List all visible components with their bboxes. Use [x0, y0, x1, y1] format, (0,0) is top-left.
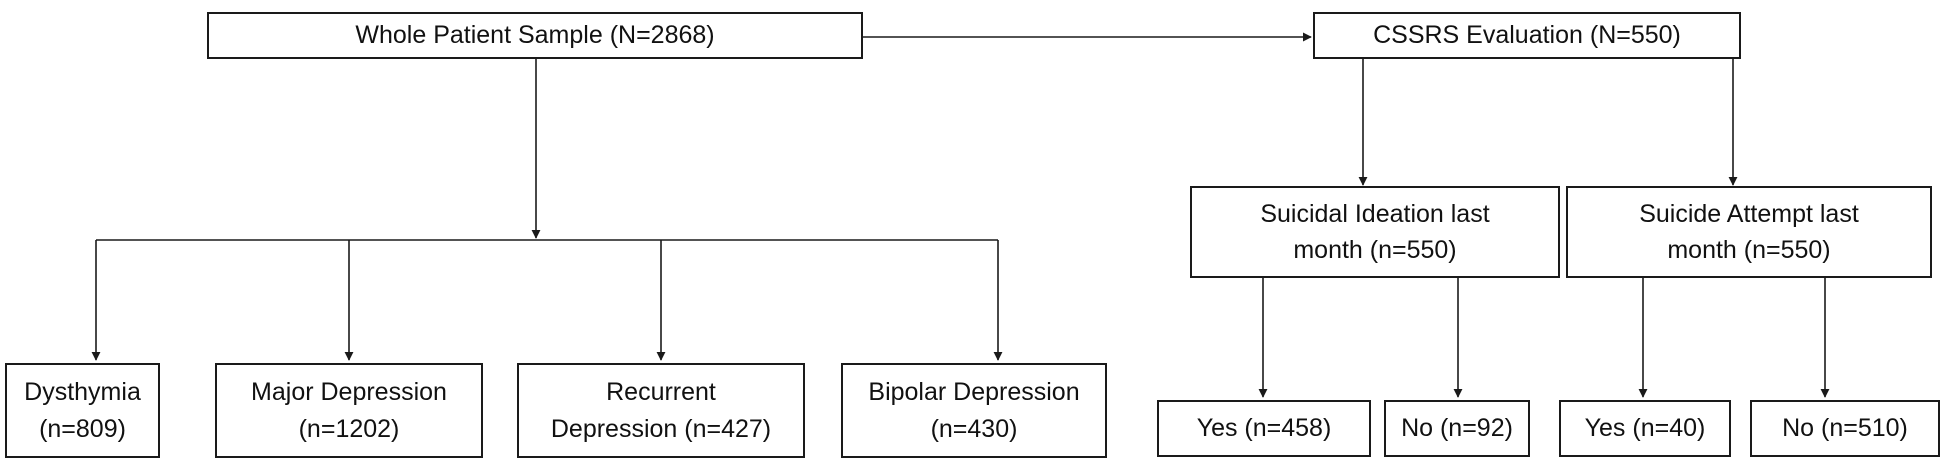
cssrs-evaluation-label: CSSRS Evaluation (N=550) [1373, 21, 1681, 50]
ideation-no-label: No (n=92) [1401, 414, 1513, 443]
suicidal-ideation-line2: month (n=550) [1293, 236, 1457, 264]
suicidal-ideation-box: Suicidal Ideation last month (n=550) [1190, 186, 1560, 278]
major-depression-line1: Major Depression [251, 378, 447, 407]
bipolar-depression-box: Bipolar Depression (n=430) [841, 363, 1107, 458]
dysthymia-line2: (n=809) [39, 414, 126, 443]
ideation-yes-label: Yes (n=458) [1196, 414, 1332, 443]
recurrent-depression-box: Recurrent Depression (n=427) [517, 363, 805, 458]
suicide-attempt-line2: month (n=550) [1667, 236, 1831, 264]
suicide-attempt-box: Suicide Attempt last month (n=550) [1566, 186, 1932, 278]
major-depression-box: Major Depression (n=1202) [215, 363, 483, 458]
attempt-yes-box: Yes (n=40) [1559, 400, 1731, 457]
dysthymia-line1: Dysthymia [24, 378, 141, 407]
attempt-no-box: No (n=510) [1750, 400, 1940, 457]
whole-patient-sample-label: Whole Patient Sample (N=2868) [355, 21, 715, 50]
ideation-yes-box: Yes (n=458) [1157, 400, 1371, 457]
dysthymia-box: Dysthymia (n=809) [5, 363, 160, 458]
cssrs-evaluation-box: CSSRS Evaluation (N=550) [1313, 12, 1741, 59]
suicidal-ideation-line1: Suicidal Ideation last [1260, 199, 1490, 228]
major-depression-line2: (n=1202) [298, 414, 400, 443]
ideation-no-box: No (n=92) [1384, 400, 1530, 457]
recurrent-depression-line1: Recurrent [606, 378, 716, 407]
recurrent-depression-line2: Depression (n=427) [550, 414, 772, 443]
attempt-no-label: No (n=510) [1782, 414, 1908, 443]
bipolar-depression-line2: (n=430) [930, 414, 1018, 443]
suicide-attempt-line1: Suicide Attempt last [1639, 199, 1859, 228]
attempt-yes-label: Yes (n=40) [1584, 414, 1706, 443]
whole-patient-sample-box: Whole Patient Sample (N=2868) [207, 12, 863, 59]
bipolar-depression-line1: Bipolar Depression [868, 378, 1080, 407]
